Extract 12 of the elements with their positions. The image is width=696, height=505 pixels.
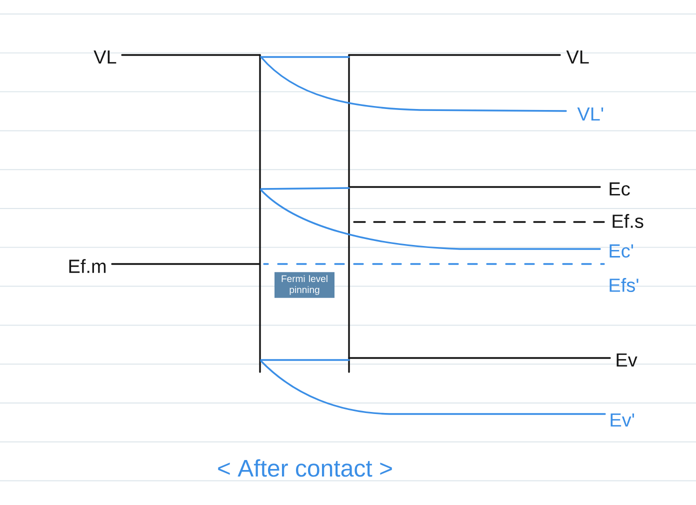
level-label: Ec — [610, 182, 630, 196]
caption: < After contact > — [218, 459, 392, 477]
level-label: VL' — [577, 107, 604, 121]
annotation-box: Fermi level pinning — [274, 272, 334, 298]
level-label: Ef.s — [612, 214, 644, 228]
level-label: VL — [94, 50, 116, 64]
level-label: Ef.m — [69, 259, 106, 273]
level-label: Ec' — [610, 244, 634, 258]
level-label: VL — [566, 50, 589, 64]
level-label: Efs' — [610, 278, 638, 292]
level-label: Ev — [616, 353, 638, 367]
level-label: Ev' — [610, 413, 634, 427]
